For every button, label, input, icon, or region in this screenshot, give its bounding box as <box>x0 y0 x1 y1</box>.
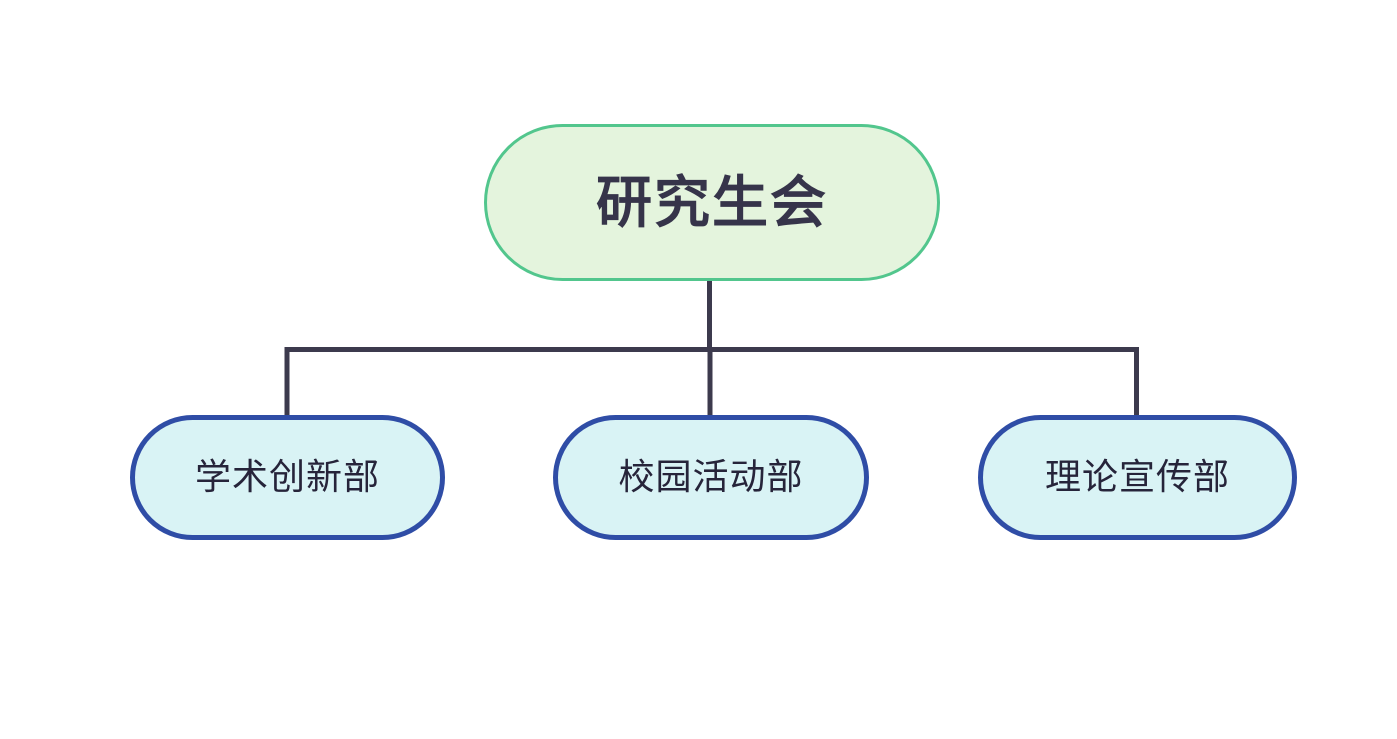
node-root-label: 研究生会 <box>596 169 828 236</box>
node-child-label: 理论宣传部 <box>1044 456 1230 498</box>
node-child-academic-innovation[interactable]: 学术创新部 <box>130 415 445 540</box>
node-child-label: 校园活动部 <box>618 456 804 498</box>
node-child-label: 学术创新部 <box>194 456 380 498</box>
node-root[interactable]: 研究生会 <box>484 124 940 281</box>
node-child-campus-activities[interactable]: 校园活动部 <box>553 415 869 540</box>
node-child-theory-publicity[interactable]: 理论宣传部 <box>978 415 1297 540</box>
